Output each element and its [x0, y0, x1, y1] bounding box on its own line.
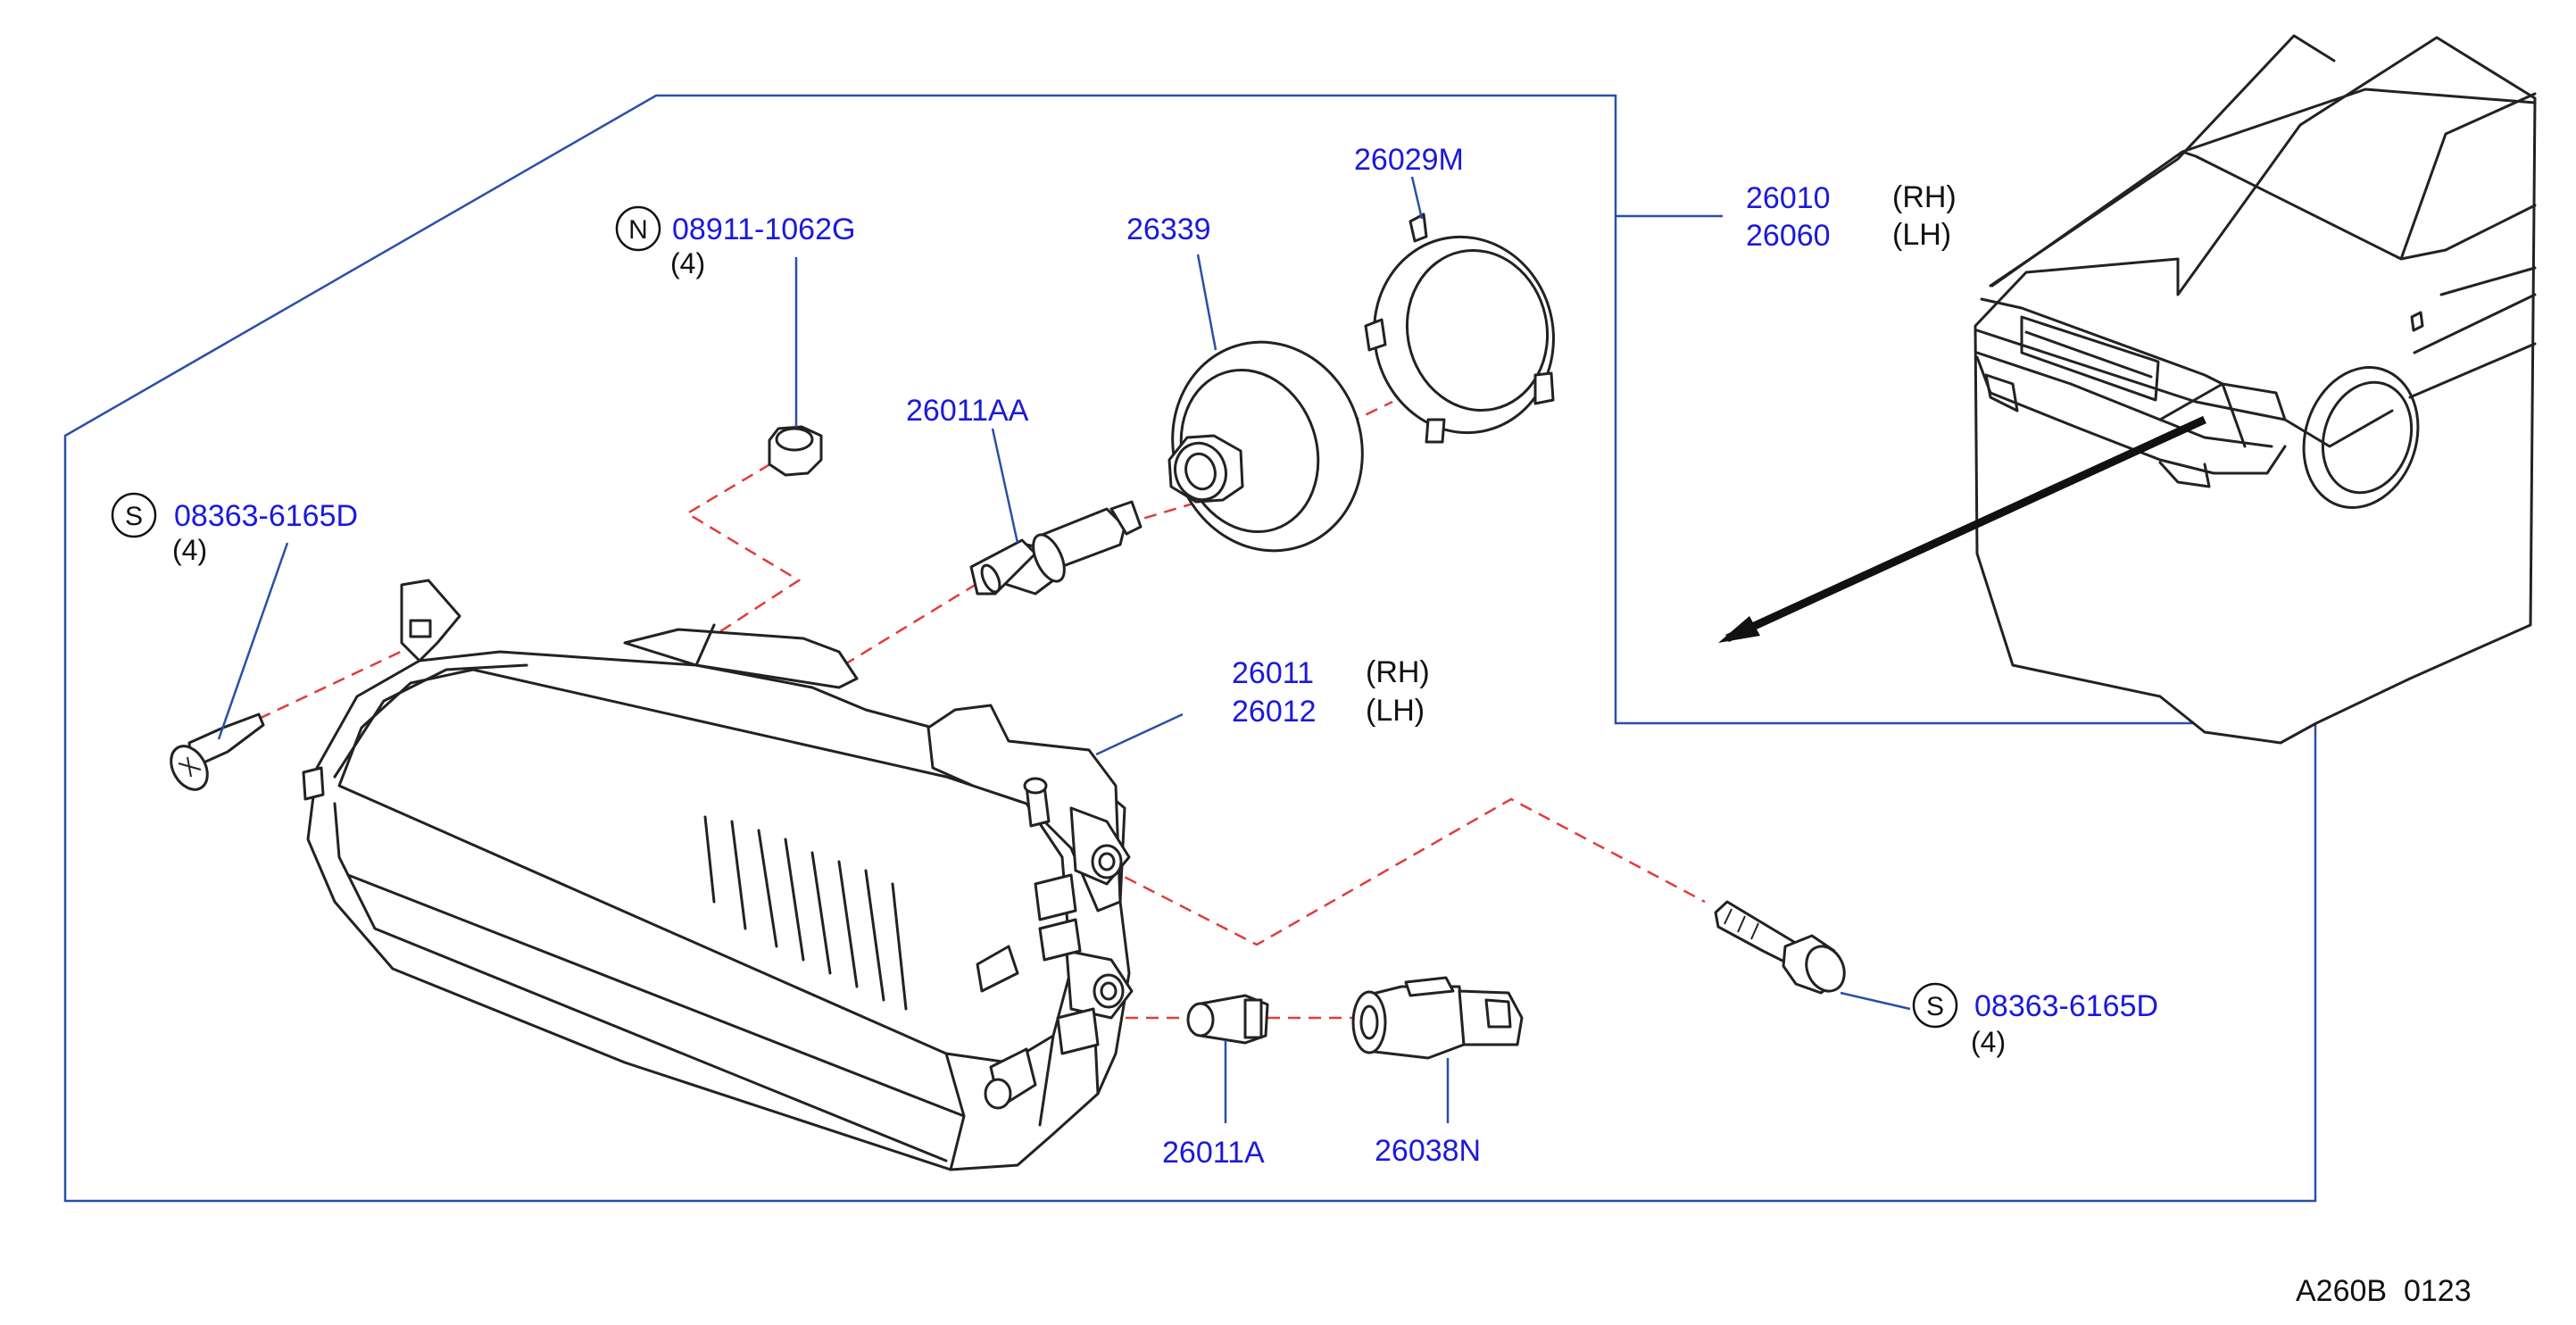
diagram-code: A260B 0123 — [2296, 1274, 2472, 1308]
screw-right — [1714, 900, 1911, 1011]
screw-right-quantity: (4) — [1971, 1026, 2006, 1058]
assembly-lh-side: (LH) — [1892, 218, 1951, 252]
screw-right-symbol: S — [1926, 992, 1944, 1021]
nut-symbol: N — [628, 215, 648, 245]
screw-right-leader — [1840, 991, 1911, 1011]
bulb-socket — [1351, 976, 1524, 1123]
screw-right-callout: S 08363-6165D (4) — [1912, 982, 2158, 1058]
retainer-leader — [1410, 176, 1424, 220]
bulb-part-number: 26011AA — [906, 394, 1029, 428]
side-bulb-part-number: 26011A — [1162, 1136, 1265, 1170]
lamp-body-rh-number: 26011 — [1232, 656, 1314, 690]
bulb-leader — [991, 428, 1019, 544]
location-arrowhead — [1718, 616, 1760, 643]
screw-left-callout: S 08363-6165D (4) — [111, 492, 358, 566]
lamp-body-lh-number: 26012 — [1232, 695, 1317, 729]
headlamp-housing — [302, 579, 1184, 1171]
screw-left-symbol: S — [125, 502, 143, 531]
headlamp-bulb — [969, 428, 1143, 596]
assembly-rh-side: (RH) — [1892, 180, 1957, 214]
screw-left-symbol-circle — [111, 492, 157, 538]
parts-frame — [63, 94, 2317, 1203]
vehicle-illustration — [1974, 34, 2537, 745]
retainer-part-number: 26029M — [1354, 143, 1464, 177]
screw-right-symbol-circle — [1912, 982, 1958, 1029]
cover-leader — [1196, 254, 1217, 351]
side-bulb — [1186, 994, 1269, 1123]
nut-part-number: 08911-1062G — [672, 212, 855, 246]
assembly-rh-number: 26010 — [1746, 181, 1831, 215]
rubber-cover — [1168, 254, 1364, 553]
flange-nut — [768, 257, 823, 477]
assembly-callout: 26010 (RH) 26060 (LH) — [1746, 180, 1957, 253]
bulb-retainer — [1364, 176, 1555, 444]
lamp-body-lh-side: (LH) — [1366, 694, 1425, 728]
nut-quantity: (4) — [670, 247, 705, 279]
lamp-body-callout: 26011 (RH) 26012 (LH) — [1232, 655, 1430, 729]
screw-left-quantity: (4) — [172, 534, 207, 566]
nut-symbol-circle — [615, 205, 661, 252]
screw-right-part-number: 08363-6165D — [1974, 989, 2158, 1023]
screw-left-part-number: 08363-6165D — [174, 499, 358, 533]
socket-part-number: 26038N — [1375, 1134, 1481, 1168]
assembly-lh-number: 26060 — [1746, 219, 1831, 253]
lamp-body-rh-side: (RH) — [1366, 655, 1430, 689]
location-arrow — [1725, 415, 2206, 643]
cover-part-number: 26339 — [1126, 212, 1211, 246]
nut-callout: N 08911-1062G (4) — [615, 205, 855, 279]
screw-left — [170, 542, 289, 791]
lamp-body-leader — [1095, 712, 1184, 756]
screw-left-leader — [217, 542, 289, 740]
